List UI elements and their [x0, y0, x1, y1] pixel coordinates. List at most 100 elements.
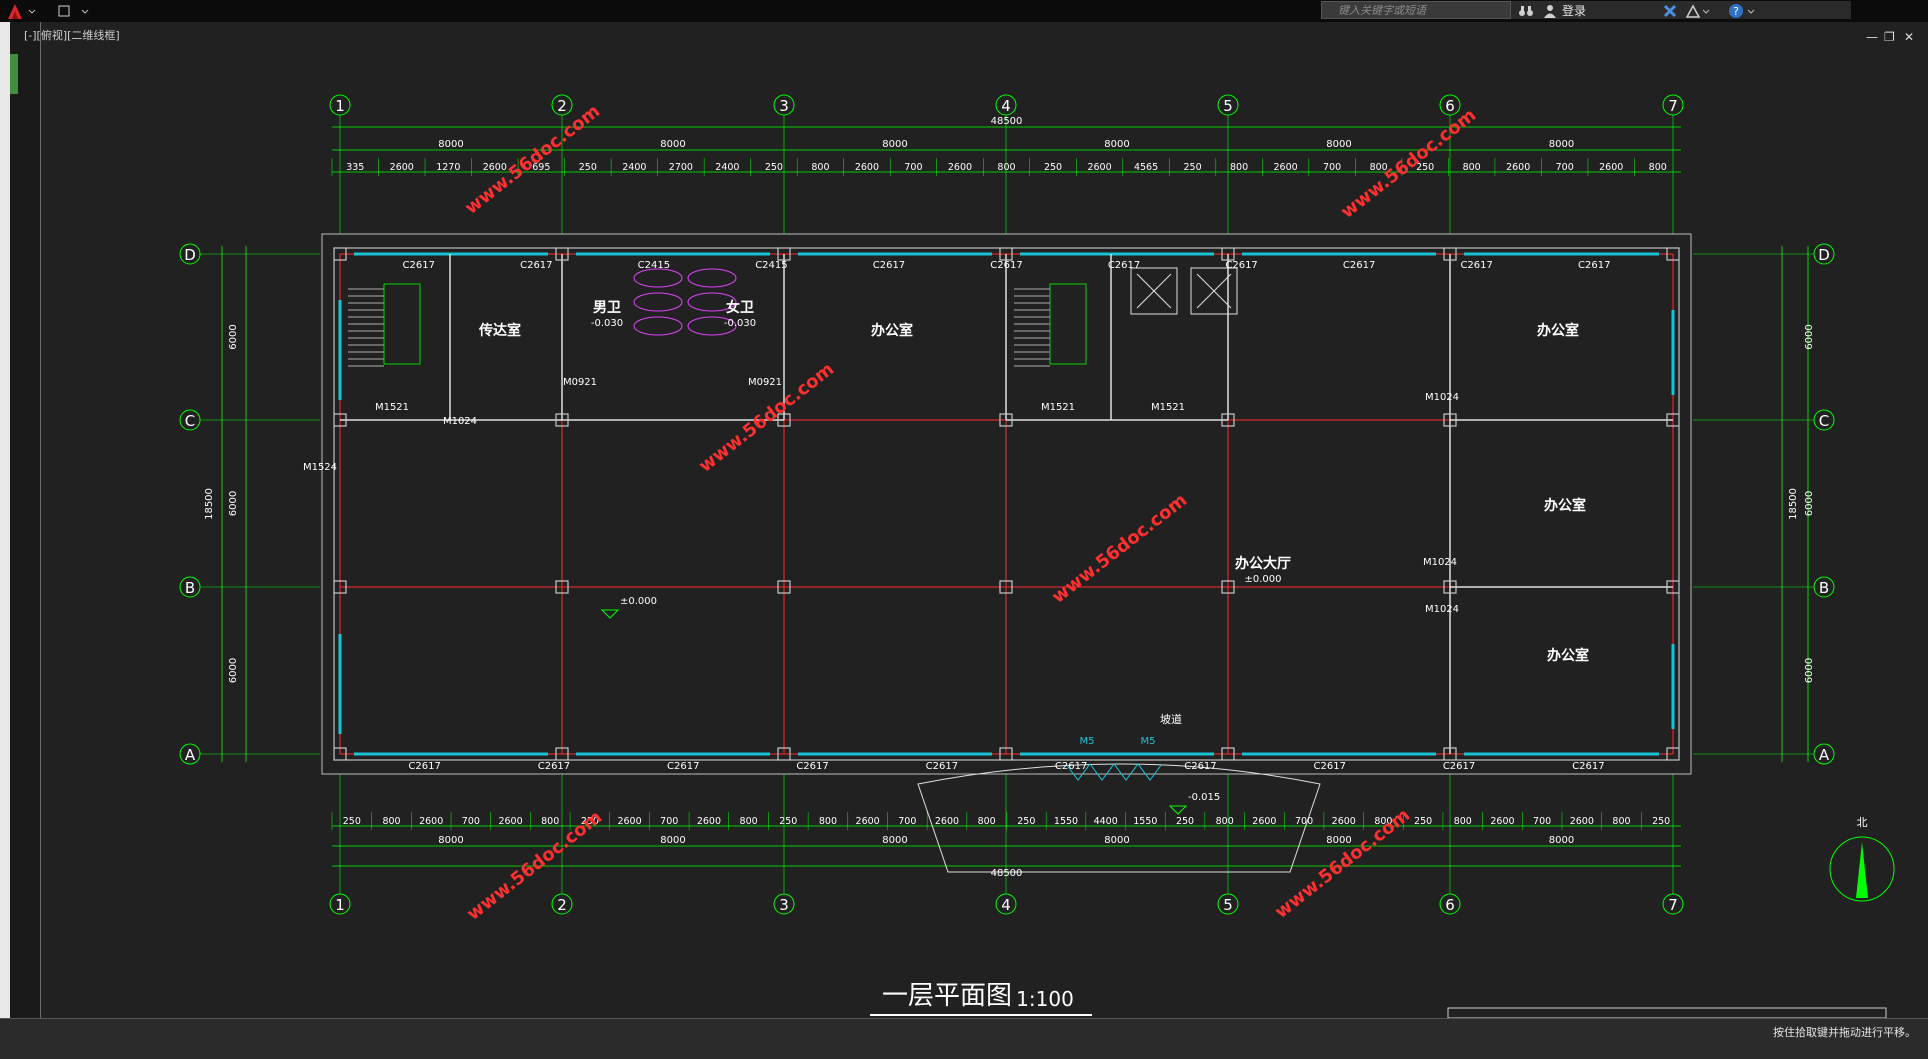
column	[333, 413, 347, 427]
column	[999, 413, 1013, 427]
door-tag: M1024	[1425, 604, 1459, 615]
column	[999, 580, 1013, 594]
axis-y-right: A	[1819, 746, 1830, 764]
column	[333, 747, 347, 761]
detail-dim: 800	[1374, 816, 1392, 827]
window-tag: C2617	[1578, 260, 1610, 271]
door-tag: M0921	[563, 377, 597, 388]
door-tag: M1024	[443, 416, 477, 427]
detail-dim: 800	[382, 816, 400, 827]
toilet-fixture	[687, 268, 737, 288]
column	[333, 580, 347, 594]
detail-dim: 2400	[715, 162, 739, 173]
binoculars-icon[interactable]	[1516, 1, 1536, 20]
window-tag: C2617	[667, 761, 699, 772]
detail-dim: 800	[819, 816, 837, 827]
total-dim-top: 48500	[991, 116, 1023, 127]
ramp-label: 坡道	[1160, 712, 1182, 726]
stair-rail	[383, 283, 421, 365]
room-level: -0.030	[591, 318, 623, 329]
detail-dim: 2600	[617, 816, 641, 827]
detail-dim: 4400	[1094, 816, 1118, 827]
detail-dim: 2600	[856, 816, 880, 827]
help-icon[interactable]: ?	[1728, 1, 1758, 20]
detail-dim: 700	[898, 816, 916, 827]
north-arrow-needle	[1856, 842, 1868, 898]
side-bay-right: 6000	[1804, 324, 1815, 349]
status-message: 按住拾取键并拖动进行平移。	[1773, 1026, 1916, 1039]
close-icon[interactable]: ✕	[1904, 30, 1915, 44]
user-icon[interactable]	[1541, 1, 1559, 20]
login-label[interactable]: 登录	[1562, 4, 1587, 18]
toilet-fixture	[633, 292, 683, 312]
bay-dim-top: 8000	[660, 139, 685, 150]
entrance-door-swing	[1065, 763, 1163, 781]
save-icon[interactable]	[56, 1, 92, 20]
bay-dim-bottom: 8000	[1326, 835, 1351, 846]
side-bay-left: 6000	[228, 324, 239, 349]
detail-dim: 800	[1649, 162, 1667, 173]
column	[1666, 747, 1680, 761]
detail-dim: 2600	[855, 162, 879, 173]
detail-dim: 335	[346, 162, 364, 173]
detail-dim: 800	[740, 816, 758, 827]
toilet-fixture	[633, 268, 683, 288]
column	[555, 247, 569, 261]
bay-dim-bottom: 8000	[882, 835, 907, 846]
north-arrow-icon	[1829, 836, 1895, 902]
watermark-text: www.56doc.com	[461, 101, 604, 219]
bay-dim-bottom: 8000	[1549, 835, 1574, 846]
column	[1221, 580, 1235, 594]
autocad-logo-icon[interactable]	[6, 1, 40, 20]
stair-rail	[1049, 283, 1087, 365]
window-tag: C2617	[1225, 260, 1257, 271]
restore-icon[interactable]: ❐	[1884, 30, 1895, 44]
detail-dim: 250	[581, 816, 599, 827]
detail-dim: 250	[1416, 162, 1434, 173]
column	[1221, 247, 1235, 261]
detail-dim: 700	[1533, 816, 1551, 827]
detail-dim: 2600	[1490, 816, 1514, 827]
column	[1666, 413, 1680, 427]
detail-dim: 4565	[1134, 162, 1158, 173]
window-tag: C2617	[796, 761, 828, 772]
axis-x-bottom: 1	[335, 896, 345, 914]
axis-x-bottom: 2	[557, 896, 567, 914]
bay-dim-top: 8000	[1549, 139, 1574, 150]
minimize-icon[interactable]: —	[1866, 30, 1878, 44]
elevator-shaft	[1130, 267, 1178, 315]
a360-icon[interactable]	[1686, 1, 1712, 20]
x-exchange-icon[interactable]	[1660, 1, 1680, 20]
detail-dim: 2600	[483, 162, 507, 173]
side-total-right: 18500	[1788, 488, 1799, 520]
viewport-controls[interactable]: [-][俯视][二维线框]	[24, 29, 120, 42]
detail-dim: 2600	[935, 816, 959, 827]
palette-tab[interactable]	[10, 54, 18, 94]
outer-wall	[321, 233, 1692, 775]
room-level: -0.030	[724, 318, 756, 329]
detail-dim: 800	[1454, 816, 1472, 827]
detail-dim: 2600	[1570, 816, 1594, 827]
detail-dim: 2600	[1274, 162, 1298, 173]
tool-palette-strip[interactable]	[10, 22, 41, 1038]
room-name: 男卫	[593, 300, 621, 316]
search-input[interactable]: 键入关键字或短语	[1321, 1, 1511, 19]
axis-x-top: 3	[779, 97, 789, 115]
detail-dim: 800	[997, 162, 1015, 173]
detail-dim: 250	[765, 162, 783, 173]
entrance-platform	[917, 763, 1321, 873]
title-bar: 键入关键字或短语 登录 ?	[0, 0, 1928, 22]
window-tag: C2617	[1343, 260, 1375, 271]
detail-dim: 2600	[1252, 816, 1276, 827]
axis-x-top: 1	[335, 97, 345, 115]
detail-dim: 2600	[1506, 162, 1530, 173]
detail-dim: 700	[904, 162, 922, 173]
room-name: 办公大厅	[1235, 555, 1291, 572]
toolbar-area	[1511, 1, 1851, 19]
level-value: -0.015	[1188, 792, 1220, 803]
axis-y-right: B	[1819, 579, 1829, 597]
window-tag: C2617	[1572, 761, 1604, 772]
status-bar	[0, 1018, 1928, 1059]
axis-x-top: 4	[1001, 97, 1011, 115]
